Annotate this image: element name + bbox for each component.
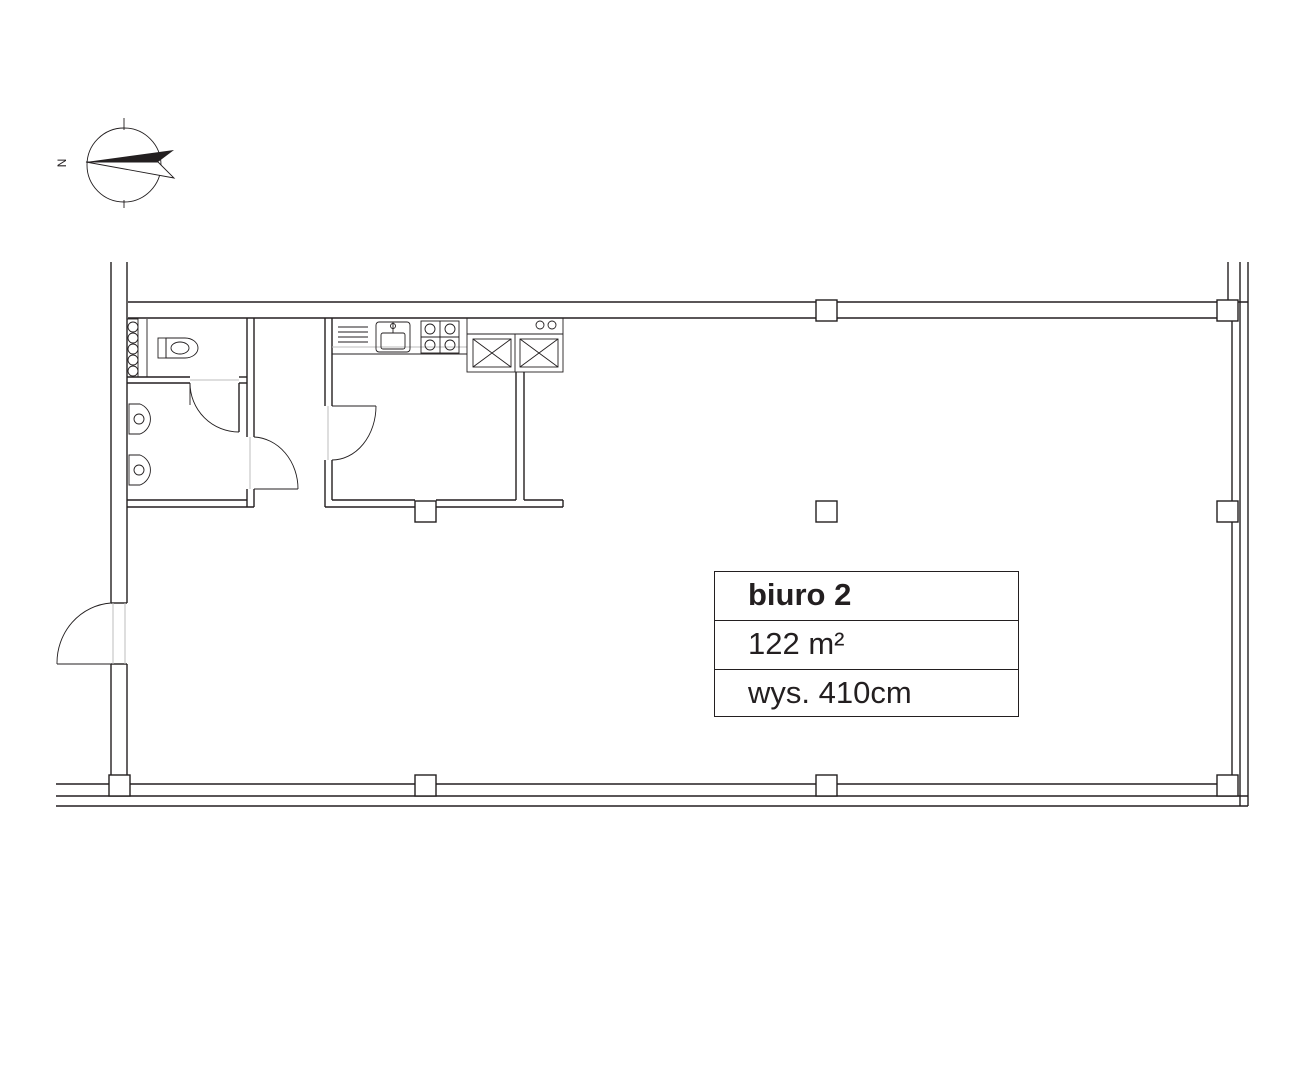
room-area: 122 m² <box>748 626 845 661</box>
exterior-wall-top <box>128 301 1248 319</box>
north-compass-icon <box>85 118 176 208</box>
toilet-icon <box>126 318 199 378</box>
cooktop-icon <box>420 320 460 354</box>
room-area-row: 122 m² <box>715 620 1018 668</box>
sink-icon <box>375 321 411 353</box>
north-label: N <box>54 158 69 168</box>
entrance-door <box>56 602 112 665</box>
draining-board-icon <box>338 326 368 343</box>
washbasin-icon <box>128 403 151 486</box>
room-height-row: wys. 410cm <box>715 669 1018 717</box>
exterior-wall-bottom <box>56 783 1248 807</box>
exterior-wall-left <box>110 262 128 775</box>
bathroom-doors <box>189 382 299 490</box>
room-name: biuro 2 <box>748 577 852 612</box>
kitchen-door <box>331 405 377 461</box>
room-name-row: biuro 2 <box>715 572 1018 620</box>
room-height: wys. 410cm <box>748 675 912 710</box>
kitchen-appliance-icon <box>466 317 564 373</box>
bathroom <box>127 318 255 508</box>
kitchen <box>324 318 564 508</box>
exterior-wall-right <box>1227 262 1249 806</box>
room-label-table: biuro 2 122 m² wys. 410cm <box>714 571 1019 717</box>
structural-columns <box>108 299 1239 797</box>
